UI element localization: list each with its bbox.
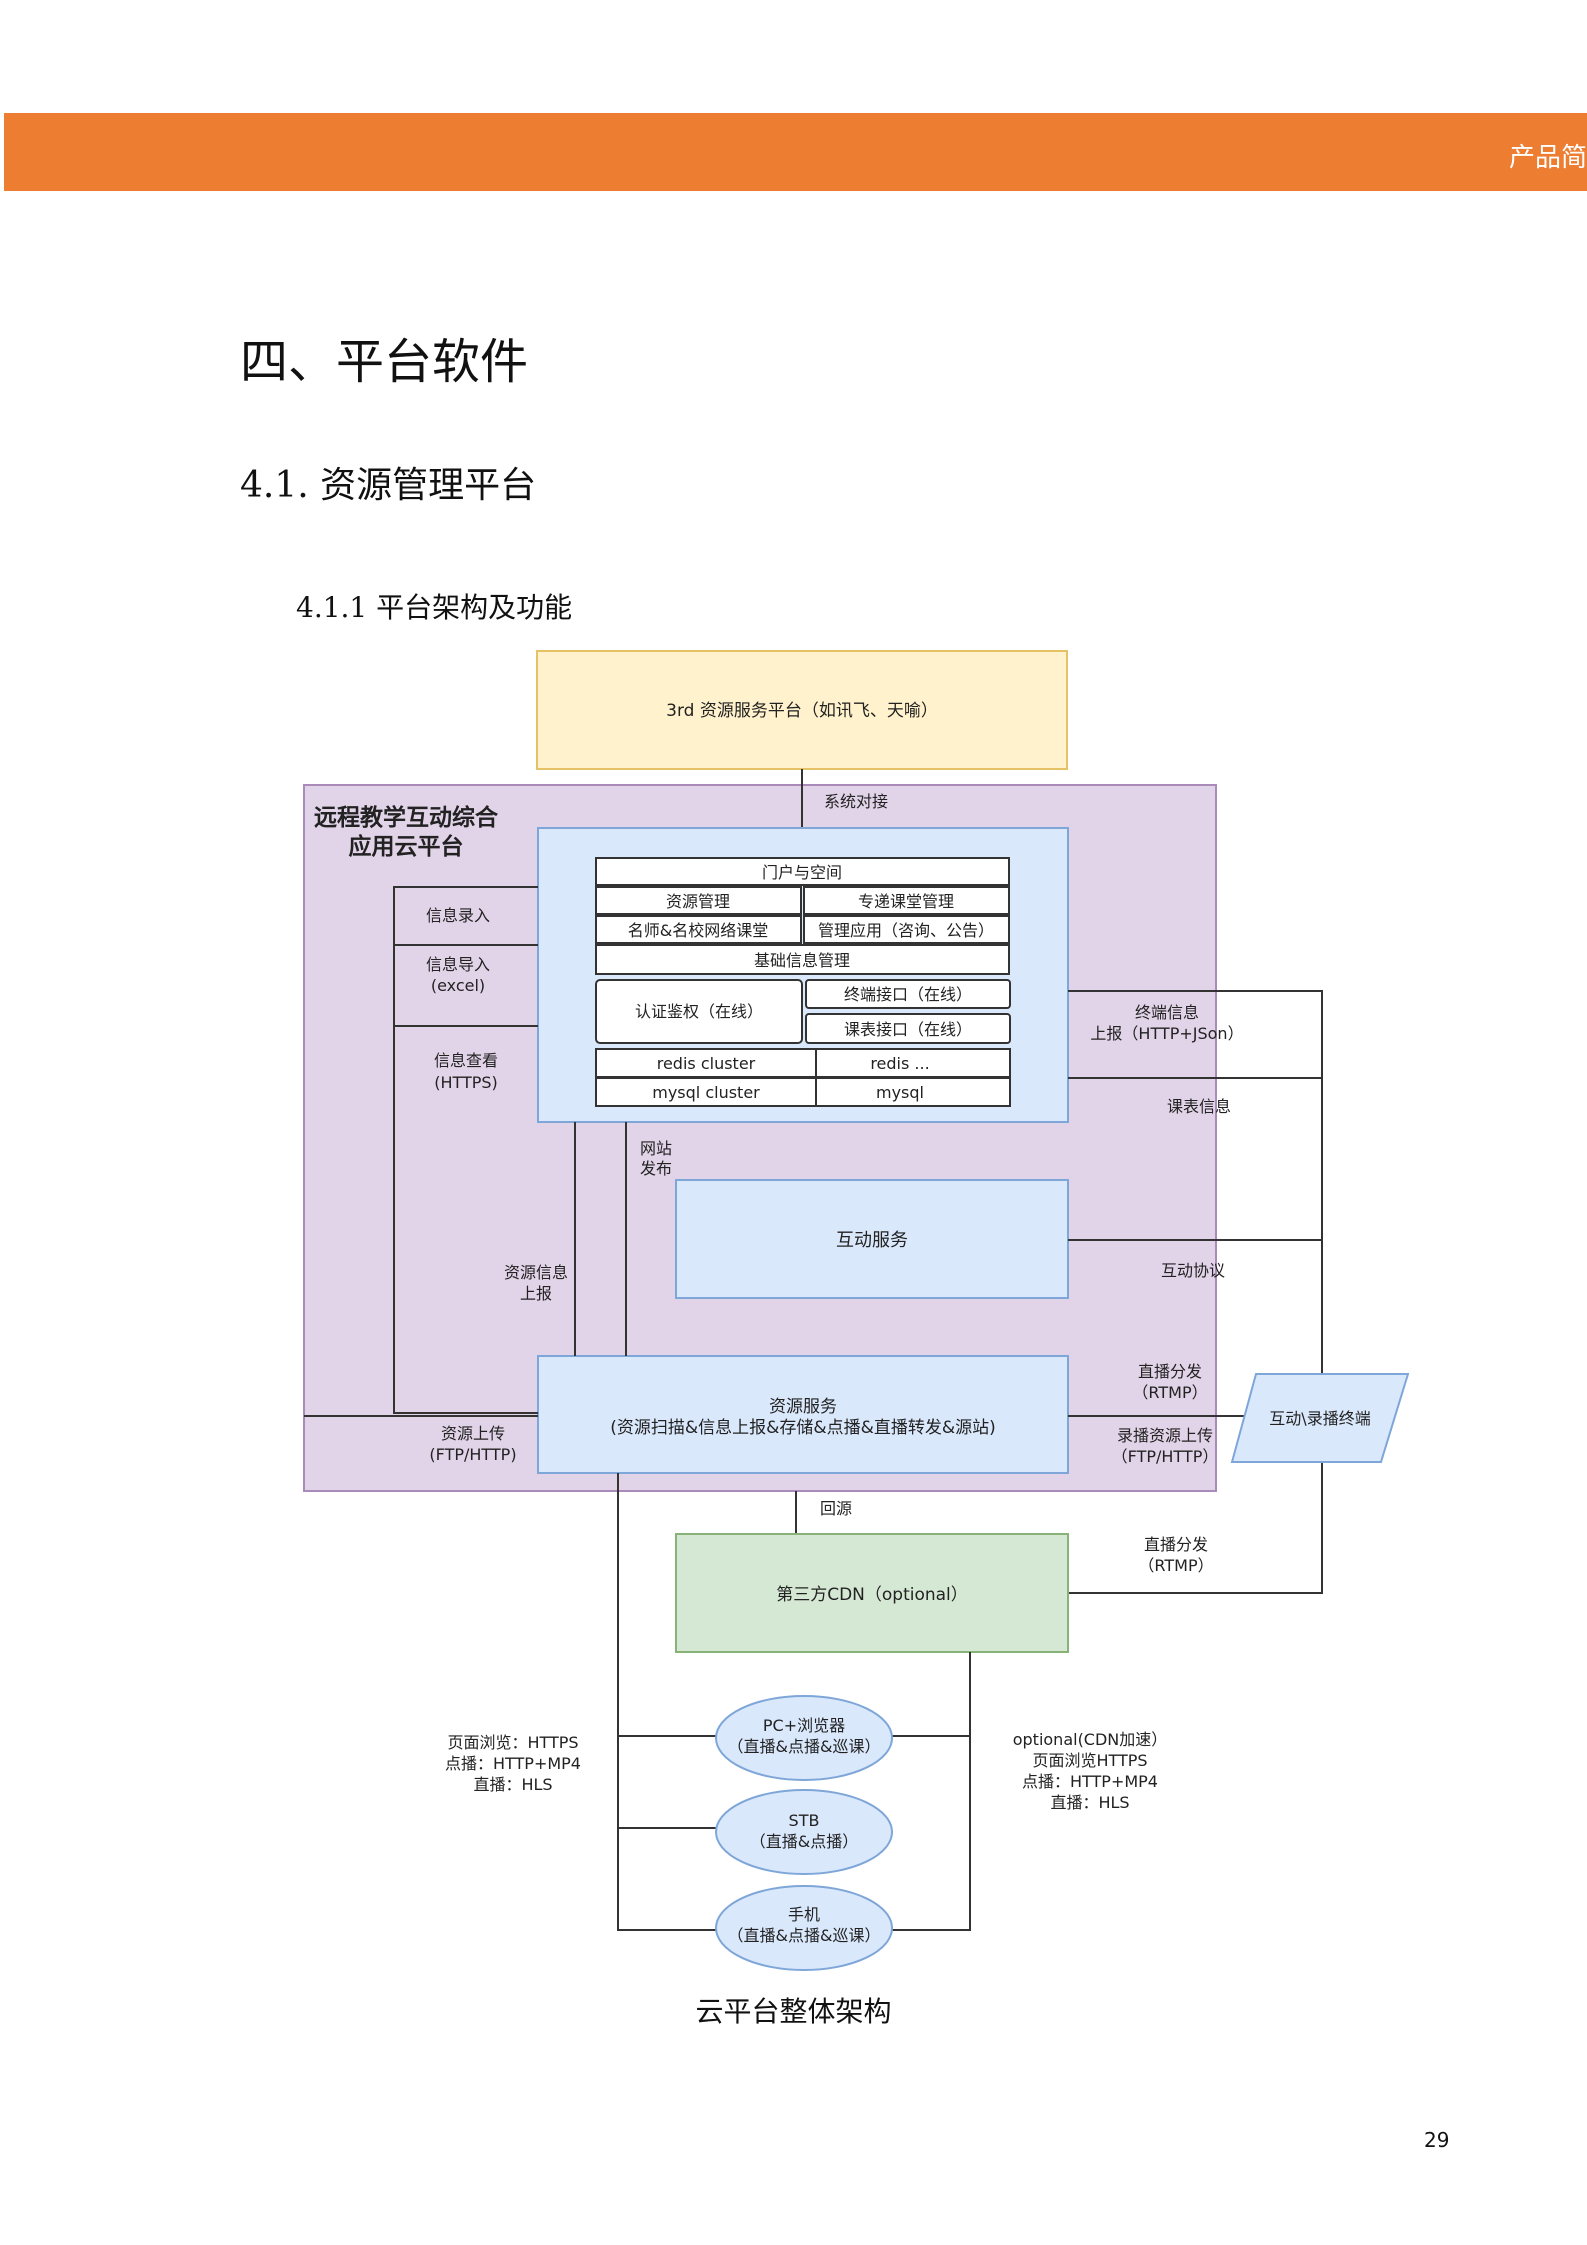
cdn-label: 第三方CDN（optional） — [776, 1585, 968, 1605]
right-note-4: 直播：HLS — [1050, 1793, 1129, 1812]
left-note-3: 直播：HLS — [473, 1775, 552, 1794]
info-import-label-1: 信息导入 — [426, 955, 490, 974]
cdn-live-label-2: （RTMP） — [1138, 1556, 1213, 1575]
info-entry-label: 信息录入 — [426, 906, 490, 925]
info-view-label-2: (HTTPS) — [434, 1073, 498, 1092]
stb-label-1: STB — [789, 1811, 820, 1830]
terminal-info-label-1: 终端信息 — [1135, 1003, 1199, 1022]
header-bar: 产品简 — [4, 113, 1587, 191]
res-report-label-1: 资源信息 — [504, 1263, 568, 1282]
interact-proto-label: 互动协议 — [1161, 1261, 1225, 1280]
mysql-cluster-label: mysql cluster — [652, 1083, 760, 1102]
resource-service-box — [537, 1355, 1069, 1474]
web-publish-label-2: 发布 — [640, 1159, 672, 1178]
auth-box — [595, 979, 803, 1044]
left-note-2: 点播：HTTP+MP4 — [445, 1754, 581, 1773]
interact-service-box — [675, 1179, 1069, 1299]
heading-3: 4.1.1 平台架构及功能 — [296, 591, 573, 624]
left-note-1: 页面浏览：HTTPS — [447, 1733, 578, 1752]
third-party-label: 3rd 资源服务平台（如讯飞、天喻） — [666, 701, 938, 721]
origin-label: 回源 — [820, 1499, 852, 1518]
phone-label-2: （直播&点播&巡课） — [728, 1926, 881, 1945]
page-number: 29 — [1424, 2128, 1450, 2152]
figure-caption: 云平台整体架构 — [695, 1995, 892, 2028]
terminal-api-label: 终端接口（在线） — [844, 985, 972, 1004]
cdn-box — [675, 1533, 1069, 1653]
phone-node — [715, 1885, 893, 1971]
rec-upload-label-2: （FTP/HTTP） — [1112, 1447, 1219, 1466]
mgmt-app-label: 管理应用（咨询、公告） — [818, 921, 994, 940]
schedule-info-label: 课表信息 — [1167, 1097, 1231, 1116]
sys-dock-label: 系统对接 — [824, 792, 888, 811]
right-note-2: 页面浏览HTTPS — [1032, 1751, 1147, 1770]
stb-node — [715, 1789, 893, 1875]
terminal-api-box — [805, 979, 1011, 1009]
auth-label: 认证鉴权（在线） — [635, 1002, 763, 1021]
right-note-3: 点播：HTTP+MP4 — [1022, 1772, 1158, 1791]
pc-label-2: （直播&点播&巡课） — [728, 1737, 881, 1756]
web-publish-label-1: 网站 — [640, 1139, 672, 1158]
schedule-api-box — [805, 1013, 1011, 1044]
res-upload-label-2: (FTP/HTTP) — [429, 1445, 516, 1464]
pc-browser-node — [715, 1695, 893, 1781]
heading-2: 4.1. 资源管理平台 — [240, 465, 537, 506]
terminal-shape — [1230, 1373, 1410, 1463]
resource-service-label-1: 资源服务 — [769, 1397, 837, 1417]
heading-1: 四、平台软件 — [240, 334, 529, 390]
live-dist-label-2: （RTMP） — [1132, 1383, 1207, 1402]
header-label: 产品简 — [1508, 143, 1587, 173]
famous-teacher-box — [595, 915, 802, 944]
mysql-label: mysql — [876, 1083, 924, 1102]
famous-teacher-label: 名师&名校网络课堂 — [628, 921, 768, 940]
right-note-1: optional(CDN加速） — [1013, 1730, 1168, 1749]
redis-cluster-label: redis cluster — [657, 1054, 756, 1073]
portal-box — [595, 857, 1010, 886]
live-dist-label-1: 直播分发 — [1138, 1362, 1202, 1381]
pc-label-1: PC+浏览器 — [763, 1716, 845, 1735]
terminal-info-label-2: 上报（HTTP+JSon） — [1090, 1024, 1243, 1043]
res-upload-label-1: 资源上传 — [441, 1424, 505, 1443]
cloud-title-2: 应用云平台 — [349, 833, 464, 860]
schedule-api-label: 课表接口（在线） — [844, 1020, 972, 1039]
res-mgmt-label: 资源管理 — [666, 892, 730, 911]
third-party-box — [536, 650, 1068, 770]
interact-service-label: 互动服务 — [836, 1230, 908, 1251]
cdn-live-label-1: 直播分发 — [1144, 1535, 1208, 1554]
resource-service-label-2: (资源扫描&信息上报&存储&点播&直播转发&源站) — [610, 1418, 996, 1438]
mgmt-app-box — [803, 915, 1010, 944]
special-class-label: 专递课堂管理 — [858, 892, 954, 911]
mysql-box — [815, 1077, 1011, 1107]
mysql-cluster-box — [595, 1077, 817, 1107]
special-class-box — [803, 886, 1010, 915]
res-mgmt-box — [595, 886, 802, 915]
info-import-label-2: (excel) — [431, 976, 485, 995]
rec-upload-label-1: 录播资源上传 — [1117, 1426, 1213, 1445]
redis-label: redis ... — [870, 1054, 929, 1073]
res-report-label-2: 上报 — [520, 1284, 552, 1303]
basic-info-box — [595, 944, 1010, 975]
terminal-label: 互动\录播终端 — [1269, 1409, 1370, 1428]
portal-label: 门户与空间 — [762, 863, 842, 882]
basic-info-label: 基础信息管理 — [754, 951, 850, 970]
cloud-title-1: 远程教学互动综合 — [314, 804, 499, 831]
info-view-label-1: 信息查看 — [434, 1051, 498, 1070]
phone-label-1: 手机 — [788, 1905, 820, 1924]
stb-label-2: （直播&点播） — [750, 1832, 858, 1851]
